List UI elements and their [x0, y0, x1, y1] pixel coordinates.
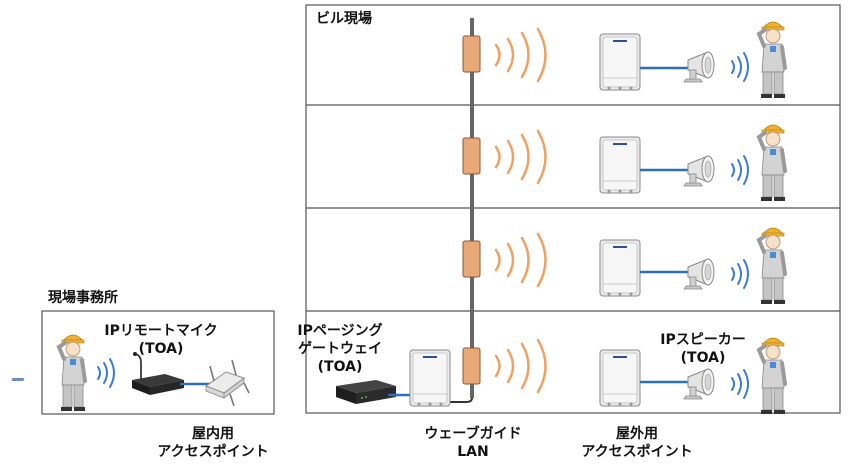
floor-3-devices: [599, 226, 787, 306]
paging-gateway-label: IPページング ゲートウェイ (TOA): [297, 323, 383, 375]
access-point-icon: [599, 349, 641, 407]
office-frame: [41, 310, 275, 415]
waveguide-lan-bottom: [450, 397, 473, 403]
worker-icon: [757, 336, 787, 416]
floor-4-devices: [599, 336, 787, 416]
horn-speaker-icon: [683, 258, 715, 290]
worker-icon: [757, 20, 787, 100]
remote-mic-label: IPリモートマイク (TOA): [104, 323, 218, 357]
access-point-icon: [204, 359, 250, 407]
worker-icon: [757, 226, 787, 306]
remote-mic-icon: [11, 352, 184, 395]
access-point-icon: [409, 349, 451, 407]
horn-speaker-icon: [683, 368, 715, 400]
horn-speaker-icon: [683, 51, 715, 83]
wifi-wave-icon: [731, 369, 749, 399]
outdoor-ap-label: 屋外用 アクセスポイント: [581, 426, 693, 460]
access-point-icon: [599, 136, 641, 194]
access-point-icon: [599, 33, 641, 91]
paging-gateway-icon: [336, 380, 396, 404]
worker-icon: [57, 333, 87, 413]
worker-icon: [757, 123, 787, 203]
wifi-wave-icon: [494, 27, 547, 394]
wifi-wave-icon: [97, 358, 115, 388]
floor-1-devices: [599, 20, 787, 100]
wifi-wave-icon: [731, 52, 749, 82]
building-frame: [305, 4, 841, 414]
floor-2-devices: [599, 123, 787, 203]
building-title: ビル現場: [316, 11, 372, 27]
horn-speaker-icon: [683, 155, 715, 187]
access-point-icon: [599, 239, 641, 297]
indoor-ap-label: 屋内用 アクセスポイント: [157, 426, 269, 460]
waveguide-coupler-icon: [462, 35, 481, 385]
wifi-wave-icon: [731, 155, 749, 185]
wifi-wave-icon: [731, 259, 749, 289]
office-title: 現場事務所: [48, 290, 118, 306]
ip-speaker-label: IPスピーカー (TOA): [660, 332, 746, 366]
waveguide-lan-label: ウェーブガイド LAN: [424, 426, 522, 460]
